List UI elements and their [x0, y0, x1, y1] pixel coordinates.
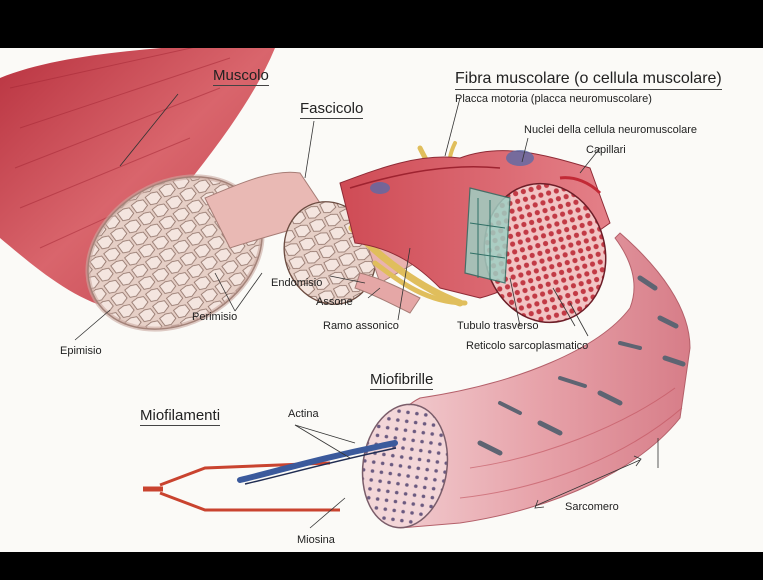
label-epimisio: Epimisio	[60, 345, 102, 357]
label-reticolo: Reticolo sarcoplasmatico	[466, 340, 588, 352]
label-endomisio: Endomisio	[271, 277, 322, 289]
muscle-fiber	[340, 150, 621, 336]
label-actina: Actina	[288, 408, 319, 420]
letterbox-bottom	[0, 552, 763, 580]
label-nuclei: Nuclei della cellula neuromuscolare	[524, 124, 697, 136]
label-perimisio: Perimisio	[192, 311, 237, 323]
label-assone: Assone	[316, 296, 353, 308]
label-muscolo: Muscolo	[213, 67, 269, 86]
label-tubulo-trasverso: Tubulo trasverso	[457, 320, 539, 332]
label-placca-motoria: Placca motoria (placca neuromuscolare)	[455, 93, 652, 105]
label-miofilamenti: Miofilamenti	[140, 407, 220, 426]
muscle-anatomy-diagram: Muscolo Fascicolo Fibra muscolare (o cel…	[0, 48, 763, 552]
label-ramo-assonico: Ramo assonico	[323, 320, 399, 332]
label-miofibrille: Miofibrille	[370, 371, 433, 390]
label-capillari: Capillari	[586, 144, 626, 156]
letterbox-top	[0, 0, 763, 48]
myofilaments	[143, 443, 396, 510]
label-sarcomero: Sarcomero	[565, 501, 619, 513]
label-fascicolo: Fascicolo	[300, 100, 363, 119]
label-fibra-muscolare: Fibra muscolare (o cellula muscolare)	[455, 70, 722, 90]
label-miosina: Miosina	[297, 534, 335, 546]
